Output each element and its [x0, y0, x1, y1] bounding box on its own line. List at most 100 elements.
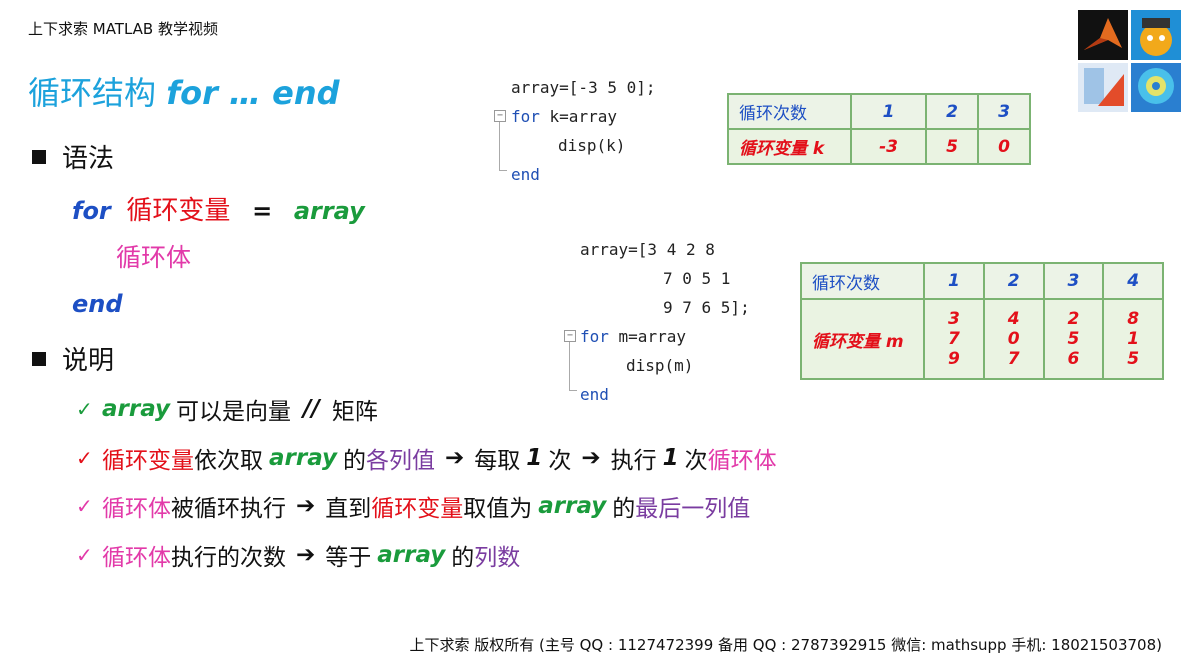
code1-for-rest: k=array [539, 107, 617, 126]
fold-guide-end [569, 390, 577, 391]
syntax-loop-body: 循环体 [116, 243, 192, 272]
table1-iteration-cell: 1 [849, 93, 928, 130]
note2-columns: 各列值 [366, 448, 436, 474]
code2-line-1: array=[3 4 2 8 [580, 240, 715, 259]
table2-value: 1 [1127, 329, 1140, 349]
note2-array: array [269, 445, 338, 471]
note4-column-count: 列数 [474, 545, 521, 571]
table2-iteration-cell: 3 [1042, 262, 1105, 300]
title-prefix: 循环结构 [28, 74, 157, 112]
note3-text3: 取值为 [463, 496, 533, 522]
code1-line-2: for k=array [511, 107, 617, 126]
note1-array: array [102, 396, 171, 422]
notes-heading: 说明 [32, 340, 114, 377]
note2-text4: 次 [548, 448, 572, 474]
note4-text3: 的 [451, 545, 475, 571]
code2-for-rest: m=array [608, 327, 686, 346]
note3-text1: 被循环执行 [171, 496, 286, 522]
matlab-logo-icon [1078, 10, 1128, 60]
table2-value: 5 [1127, 349, 1140, 369]
table2-value: 5 [1067, 329, 1080, 349]
iteration-table-1: 循环次数 1 2 3 循环变量 k -3 5 0 [727, 93, 1031, 165]
table2-value-row: 循环变量 m 3 7 9 4 0 7 2 5 6 8 1 5 [800, 298, 1164, 380]
table1-variable-label-text: 循环变量 [739, 139, 807, 159]
fold-guide-end [499, 170, 507, 171]
note4-loop-body: 循环体 [102, 545, 171, 571]
note1-text1: 可以是向量 [176, 399, 292, 425]
note4-text2: 等于 [325, 545, 372, 571]
code1-line-1: array=[-3 5 0]; [511, 78, 656, 97]
table2-iteration-cell: 4 [1102, 262, 1164, 300]
table1-iteration-cell: 3 [977, 93, 1031, 130]
note2-text6: 次 [684, 448, 708, 474]
note-line-4: ✓ 循环体 执行的次数 ➔ 等于 array 的 列数 [76, 538, 520, 572]
table2-value: 7 [947, 329, 960, 349]
app-icons [1078, 10, 1182, 112]
arrow-right-icon: ➔ [581, 445, 601, 471]
code1-line-4: end [511, 165, 540, 184]
note-line-2: ✓ 循环变量 依次取 array 的 各列值 ➔ 每取 1 次 ➔ 执行 1 次… [76, 441, 777, 475]
footer-copyright: 上下求索 版权所有 (主号 QQ : 1127472399 备用 QQ : 27… [409, 636, 1162, 654]
table2-iteration-cell: 1 [923, 262, 985, 300]
code1-line-3: disp(k) [558, 136, 626, 155]
code-block-2: array=[3 4 2 8 7 0 5 1 9 7 6 5]; − for m… [562, 238, 792, 410]
page-title: 循环结构 for … end [28, 68, 340, 114]
header-text: 上下求索 MATLAB 教学视频 [28, 20, 218, 38]
note3-text4: 的 [612, 496, 636, 522]
table2-value: 7 [1007, 349, 1020, 369]
table2-header-row: 循环次数 1 2 3 4 [800, 262, 1164, 300]
fold-toggle-icon[interactable]: − [564, 330, 576, 342]
syntax-for-line: for 循环变量 = array [72, 190, 365, 227]
syntax-equals: = [252, 197, 273, 225]
notes-heading-label: 说明 [62, 346, 115, 376]
syntax-end-keyword: end [72, 290, 123, 318]
table2-variable-label: 循环变量 m [800, 298, 925, 380]
note1-text2: 矩阵 [331, 399, 378, 425]
syntax-for-keyword: for [72, 197, 111, 225]
code-block-1: array=[-3 5 0]; − for k=array disp(k) en… [492, 76, 712, 190]
code2-line-3: 9 7 6 5]; [663, 298, 750, 317]
arrow-right-icon: ➔ [445, 445, 465, 471]
table1-variable-name: k [812, 139, 825, 159]
arrow-right-icon: ➔ [296, 493, 316, 519]
table2-iteration-label: 循环次数 [800, 262, 925, 300]
note1-separator: // [303, 396, 320, 422]
table1-value-row: 循环变量 k -3 5 0 [727, 128, 1031, 165]
table2-value: 6 [1067, 349, 1080, 369]
code2-line-5: disp(m) [626, 356, 694, 375]
note2-loop-variable: 循环变量 [102, 448, 194, 474]
arrow-right-icon: ➔ [296, 542, 316, 568]
table1-variable-label: 循环变量 k [727, 128, 852, 165]
iteration-table-2: 循环次数 1 2 3 4 循环变量 m 3 7 9 4 0 7 2 5 6 8 … [800, 262, 1164, 380]
title-keyword: for … end [166, 74, 340, 112]
heatmap-icon [1131, 63, 1181, 112]
code1-for-keyword: for [511, 107, 540, 126]
table2-variable-label-text: 循环变量 [812, 331, 880, 352]
fold-toggle-icon[interactable]: − [494, 110, 506, 122]
note2-loop-body: 循环体 [707, 448, 777, 474]
fold-guide-line [569, 342, 570, 390]
fold-guide-line [499, 122, 500, 170]
note4-text1: 执行的次数 [171, 545, 286, 571]
note3-loop-variable: 循环变量 [371, 496, 464, 522]
square-bullet-icon [32, 149, 46, 164]
table2-column-cell: 2 5 6 [1042, 298, 1105, 380]
note2-text5: 执行 [610, 448, 657, 474]
code2-line-2: 7 0 5 1 [663, 269, 731, 288]
table2-value: 0 [1007, 329, 1020, 349]
table2-iteration-cell: 2 [982, 262, 1045, 300]
note4-array: array [377, 542, 446, 568]
table2-column-cell: 3 7 9 [923, 298, 985, 380]
check-icon: ✓ [76, 543, 93, 567]
code2-for-keyword: for [580, 327, 609, 346]
note3-last-column: 最后一列值 [635, 496, 751, 522]
table2-value: 2 [1067, 309, 1080, 329]
geometry-tools-icon [1078, 63, 1128, 112]
syntax-heading-label: 语法 [62, 144, 115, 174]
code2-line-6: end [580, 385, 609, 404]
table2-column-cell: 8 1 5 [1102, 298, 1164, 380]
table1-value-cell: 5 [925, 128, 980, 165]
note3-loop-body: 循环体 [102, 496, 171, 522]
note-line-3: ✓ 循环体 被循环执行 ➔ 直到 循环变量 取值为 array 的 最后一列值 [76, 489, 750, 523]
note3-text2: 直到 [325, 496, 372, 522]
